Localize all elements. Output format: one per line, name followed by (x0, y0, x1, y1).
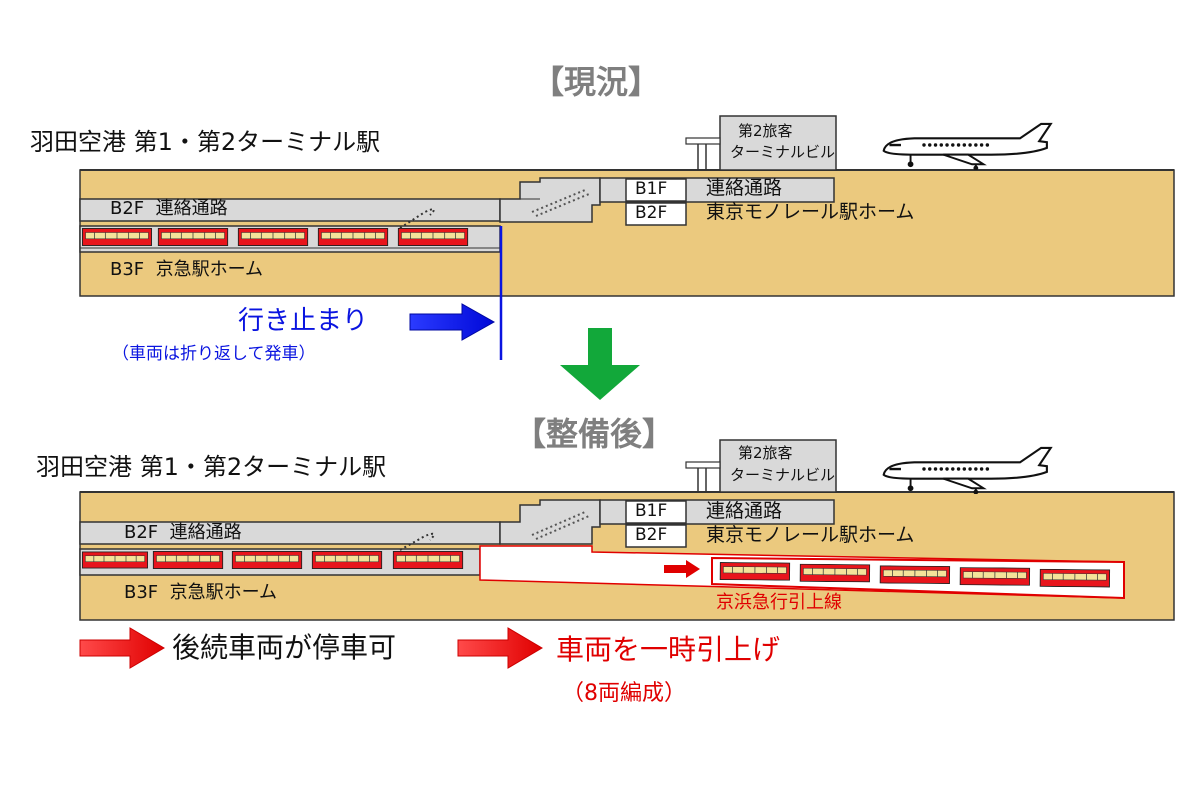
b1f-floor: B1F (635, 501, 668, 521)
current-section (79, 115, 1175, 360)
train-car (152, 551, 224, 569)
train-car (1039, 568, 1111, 588)
arrow-down-icon (560, 328, 640, 400)
b1f-label: 連絡通路 (706, 500, 783, 522)
b1f-box (625, 178, 687, 202)
b2f-mono-box (625, 202, 687, 226)
train-car (157, 228, 229, 246)
terminal-label-1: 第2旅客 (738, 122, 793, 140)
train-car (311, 551, 383, 569)
terminal-label-2: ターミナルビル (730, 143, 836, 161)
airplane-icon (882, 446, 1052, 494)
train-car (231, 551, 303, 569)
b2f-mono-label: 東京モノレール駅ホーム (706, 201, 915, 223)
dead-end-note: （車両は折り返して発車） (112, 344, 316, 364)
siding-outline (711, 556, 1125, 600)
station-name: 羽田空港 第1・第2ターミナル駅 (36, 453, 387, 481)
train-icon (82, 551, 464, 569)
terminal-building (719, 115, 837, 171)
legend-pull-note: （8両編成） (562, 681, 686, 706)
train-car (879, 565, 951, 585)
terminal-label-1: 第2旅客 (738, 444, 793, 462)
train-car (317, 228, 389, 246)
airplane-icon (882, 122, 1052, 170)
after-section (79, 439, 1175, 669)
terminal-label-2: ターミナルビル (730, 466, 836, 484)
b1f-label: 連絡通路 (706, 177, 783, 199)
b3f-left-label: B3F 京急駅ホーム (110, 259, 264, 280)
train-car (237, 228, 309, 246)
train-icon (82, 228, 469, 246)
b2f-mono-label: 東京モノレール駅ホーム (706, 524, 915, 546)
heading-after: 【整備後】 (514, 415, 675, 453)
b2f-left-label: B2F 連絡通路 (124, 522, 242, 543)
b2f-mono-floor: B2F (635, 525, 668, 545)
arrow-right-icon (664, 560, 700, 578)
legend-follow: 後続車両が停車可 (172, 631, 397, 664)
heading-current: 【現況】 (532, 63, 661, 101)
b1f-box (625, 500, 687, 524)
arrow-right-icon (79, 627, 165, 669)
b2f-mono-floor: B2F (635, 203, 668, 223)
train-car (392, 551, 464, 569)
dead-end-label: 行き止まり (238, 306, 369, 336)
train-car (959, 567, 1031, 586)
legend-pull: 車両を一時引上げ (556, 633, 781, 666)
terminal-building (719, 439, 837, 493)
b2f-mono-box (625, 524, 687, 548)
train-car (82, 228, 152, 246)
arrow-right-icon (409, 303, 496, 341)
train-car (719, 562, 791, 581)
train-car (397, 228, 469, 246)
arrow-right-icon (457, 627, 543, 669)
station-name: 羽田空港 第1・第2ターミナル駅 (30, 128, 381, 156)
train-car (82, 551, 148, 569)
b1f-floor: B1F (635, 179, 668, 199)
b2f-left-label: B2F 連絡通路 (110, 198, 228, 219)
b3f-left-label: B3F 京急駅ホーム (124, 582, 278, 603)
train-car (799, 563, 871, 583)
siding-label: 京浜急行引上線 (716, 592, 842, 613)
